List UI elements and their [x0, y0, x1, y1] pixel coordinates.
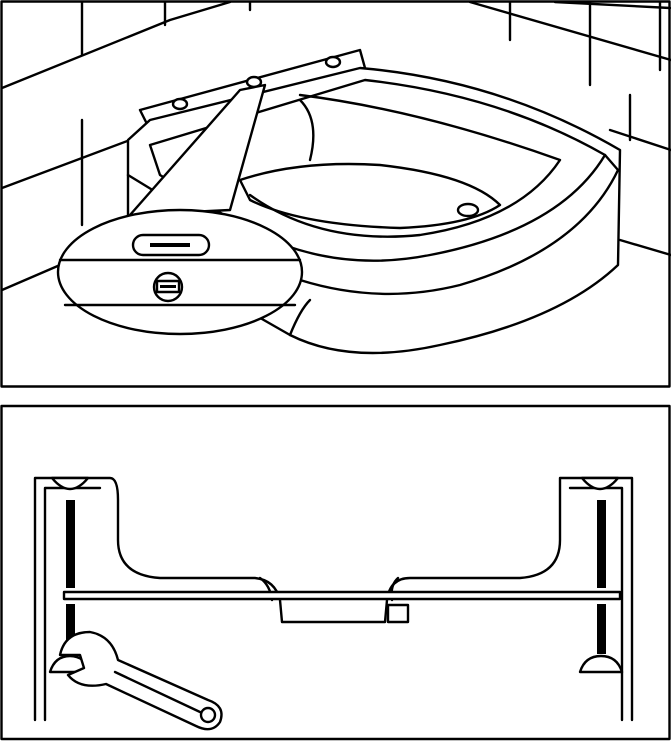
bath-cross-section [33, 476, 634, 722]
zoom-callout [56, 83, 304, 336]
support-bar [62, 590, 622, 601]
panel-corner-bath [0, 0, 671, 388]
left-leg [48, 476, 92, 674]
wrench-icon [58, 630, 223, 731]
panel-leg-adjustment [0, 404, 671, 741]
panel-frame-bottom [0, 404, 671, 741]
right-leg [578, 476, 624, 674]
wall-tiles [0, 0, 671, 292]
panel-frame-top [0, 0, 671, 388]
drain-icon [456, 202, 480, 218]
